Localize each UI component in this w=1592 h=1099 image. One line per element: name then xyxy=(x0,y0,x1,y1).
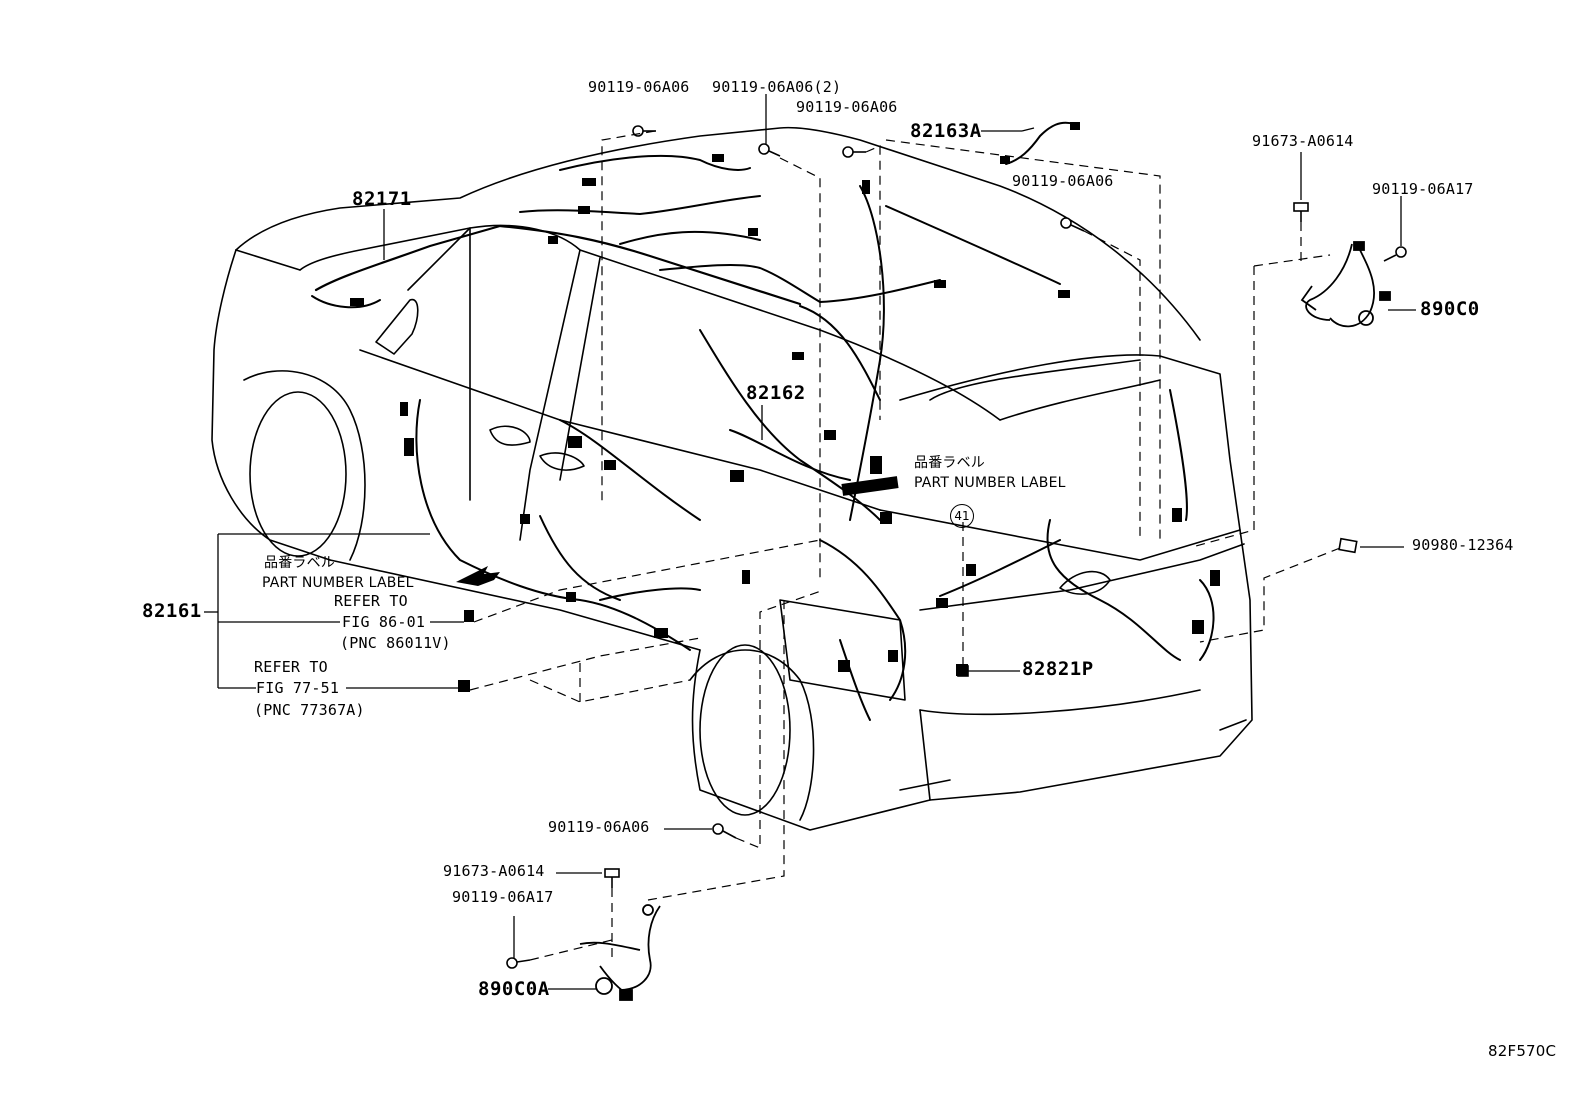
part-number-82163A: 82163A xyxy=(910,120,982,142)
bolt-icon xyxy=(712,823,737,839)
part-number-label-jp: 品番ラベル xyxy=(914,455,985,471)
sensor-harness-890C0A xyxy=(579,904,661,1001)
part-number-90119-06A06-qty2: 90119-06A06(2) xyxy=(712,78,842,96)
part-number-label-en: PART NUMBER LABEL xyxy=(914,475,1066,491)
part-number-890C0: 890C0 xyxy=(1420,298,1480,320)
dashed-reference-lines xyxy=(469,130,1341,961)
sensor-harness-890C0 xyxy=(1300,241,1391,328)
part-number-label-marker xyxy=(456,476,899,586)
part-number-82821P: 82821P xyxy=(1022,658,1094,680)
callout-number: 41 xyxy=(950,504,974,528)
part-number-91673-A0614: 91673-A0614 xyxy=(1252,132,1354,150)
leader-lines xyxy=(204,94,1416,990)
refer-to-text: REFER TO xyxy=(254,658,328,676)
part-number-90119-06A17: 90119-06A17 xyxy=(1372,180,1474,198)
part-number-91673-A0614: 91673-A0614 xyxy=(443,862,545,880)
vehicle-body-outline xyxy=(211,121,1253,831)
bolt-icon xyxy=(758,143,781,157)
part-number-label-en: PART NUMBER LABEL xyxy=(262,575,414,591)
bolt-icon xyxy=(506,957,531,969)
bolt-icon xyxy=(1060,217,1085,232)
part-number-90119-06A17: 90119-06A17 xyxy=(452,888,554,906)
figure-reference[interactable]: FIG 77-51 xyxy=(256,679,340,697)
connector-blocks xyxy=(350,122,1220,692)
part-number-label-jp: 品番ラベル xyxy=(264,555,335,571)
fastener-icons xyxy=(506,125,1407,969)
bolt-icon xyxy=(842,146,866,158)
part-number-90119-06A06: 90119-06A06 xyxy=(1012,172,1114,190)
screw-icon xyxy=(1293,202,1309,222)
figure-reference[interactable]: FIG 86-01 xyxy=(342,613,426,631)
part-number-890C0A: 890C0A xyxy=(478,978,550,1000)
part-number-82171: 82171 xyxy=(352,188,412,210)
pnc-reference: (PNC 86011V) xyxy=(340,634,451,652)
refer-to-text: REFER TO xyxy=(334,592,408,610)
part-number-90119-06A06: 90119-06A06 xyxy=(796,98,898,116)
bolt-icon xyxy=(1383,246,1407,262)
part-number-82162: 82162 xyxy=(746,382,806,404)
part-number-90119-06A06: 90119-06A06 xyxy=(548,818,650,836)
screw-icon xyxy=(604,868,620,888)
sensor-connector-icon xyxy=(1338,537,1358,554)
figure-code: 82F570C xyxy=(1488,1042,1557,1060)
part-number-90980-12364: 90980-12364 xyxy=(1412,536,1514,554)
pnc-reference: (PNC 77367A) xyxy=(254,701,365,719)
part-number-82161: 82161 xyxy=(142,600,202,622)
part-number-90119-06A06: 90119-06A06 xyxy=(588,78,690,96)
